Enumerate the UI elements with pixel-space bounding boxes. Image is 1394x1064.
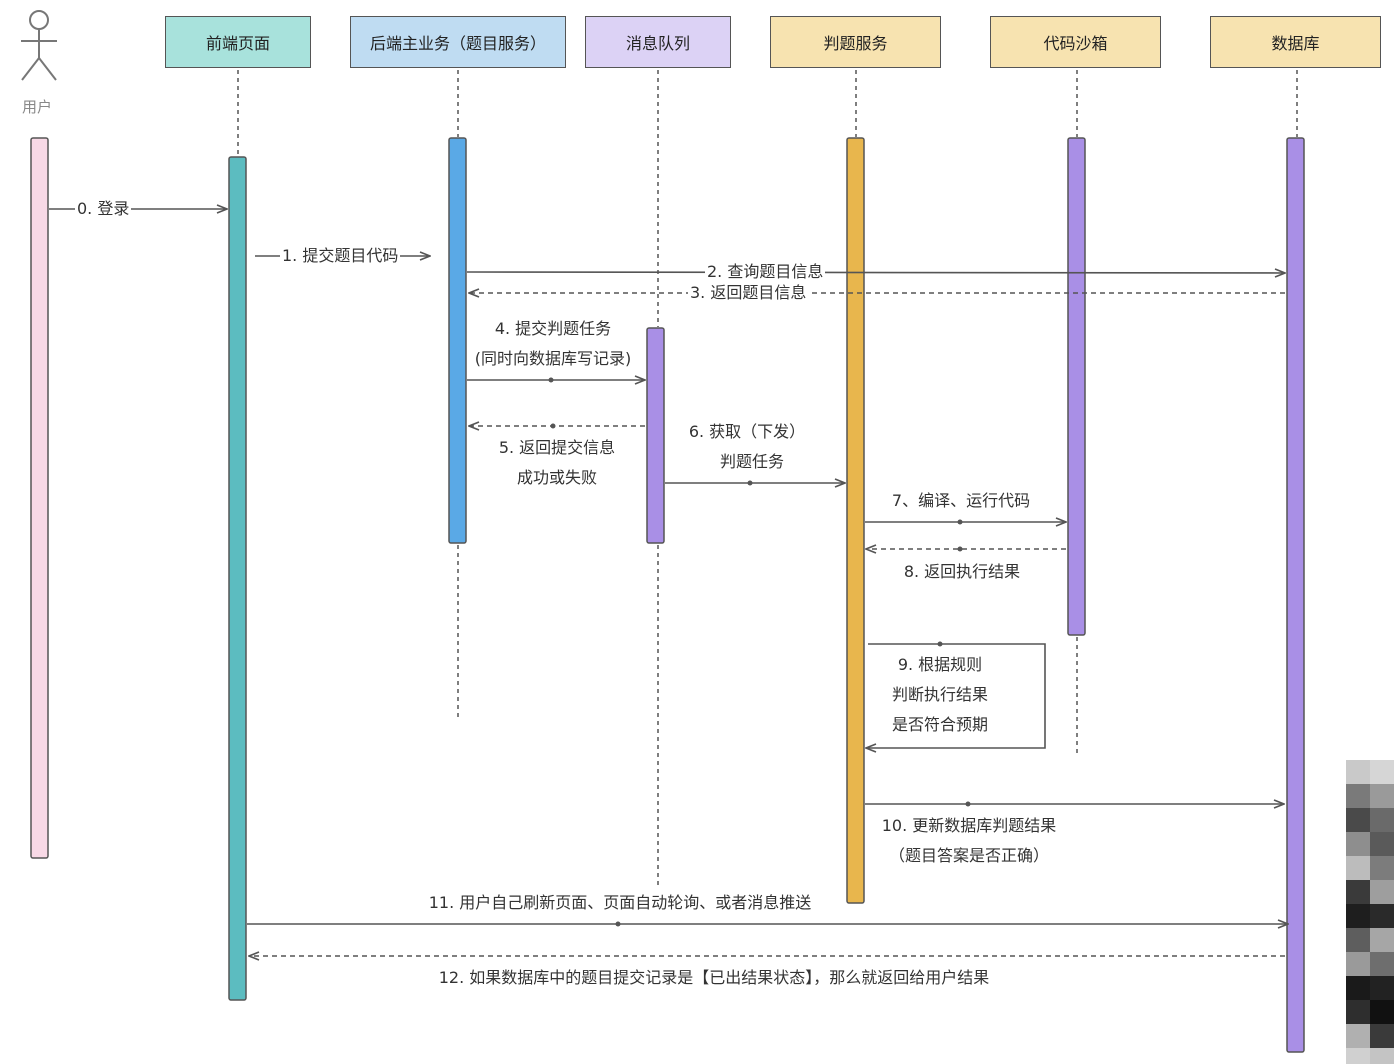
activation-user	[30, 137, 49, 859]
header-judge: 判题服务	[770, 16, 941, 68]
pixelated-blur-region	[1346, 760, 1394, 1064]
label-m5b: 成功或失败	[516, 468, 598, 487]
header-sandbox: 代码沙箱	[990, 16, 1161, 68]
label-m9c: 是否符合预期	[891, 715, 989, 734]
label-m10b: （题目答案是否正确）	[888, 846, 1050, 865]
label-m9a: 9. 根据规则	[897, 655, 983, 674]
activation-frontend	[228, 156, 247, 1001]
label-m1: 1. 提交题目代码	[280, 246, 401, 265]
label-m2: 2. 查询题目信息	[705, 262, 826, 281]
actor-label: 用户	[22, 98, 53, 116]
label-m11: 11. 用户自己刷新页面、页面自动轮询、或者消息推送	[428, 893, 812, 912]
header-frontend: 前端页面	[165, 16, 311, 68]
label-m12: 12. 如果数据库中的题目提交记录是【已出结果状态】，那么就返回给用户结果	[438, 968, 990, 987]
label-m9b: 判断执行结果	[891, 685, 989, 704]
header-mq: 消息队列	[585, 16, 731, 68]
label-m4b: (同时向数据库写记录)	[474, 349, 632, 368]
label-m8: 8. 返回执行结果	[903, 562, 1021, 581]
label-m4a: 4. 提交判题任务	[494, 319, 612, 338]
activation-judge	[846, 137, 865, 904]
activation-db	[1286, 137, 1305, 1053]
label-m7: 7、编译、运行代码	[891, 491, 1031, 510]
label-m5a: 5. 返回提交信息	[498, 438, 616, 457]
user-actor-icon	[21, 10, 57, 81]
header-db: 数据库	[1210, 16, 1381, 68]
arrow-m9-self	[866, 643, 1046, 748]
label-m3: 3. 返回题目信息	[688, 283, 809, 302]
activation-sandbox	[1067, 137, 1086, 636]
arrow-m2	[466, 272, 1285, 273]
activation-mq	[646, 327, 665, 544]
label-m6b: 判题任务	[719, 452, 785, 471]
activation-backend	[448, 137, 467, 544]
header-backend: 后端主业务（题目服务）	[350, 16, 566, 68]
label-m6a: 6. 获取（下发）	[688, 422, 806, 441]
label-m10a: 10. 更新数据库判题结果	[881, 816, 1057, 835]
label-m0: 0. 登录	[75, 199, 132, 218]
